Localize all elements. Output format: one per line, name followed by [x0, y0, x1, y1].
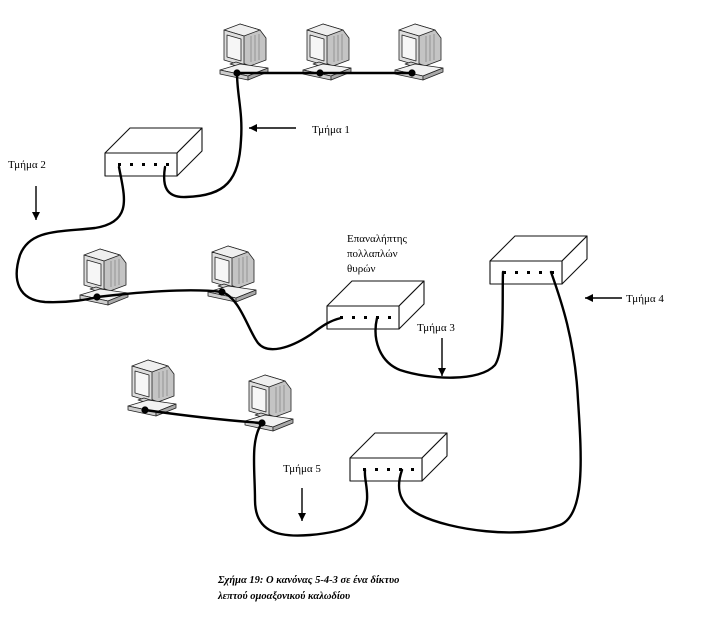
connector-dot [218, 288, 226, 296]
connector-dot [233, 69, 241, 77]
segment-4-label: Τμήμα 4 [626, 293, 664, 305]
connector-dot [316, 69, 324, 77]
connector-dot [93, 293, 101, 301]
cable-segment-3 [374, 270, 505, 379]
figure-caption-line-1: Σχήμα 19: Ο κανόνας 5-4-3 σε ένα δίκτυο [217, 575, 399, 586]
cable-segment-1-drop [163, 71, 243, 199]
cable-segment-2-to-repeater [220, 290, 343, 351]
cable-segment-2 [15, 165, 126, 304]
cable-segment-5-bus [143, 408, 264, 425]
workstation-icon [394, 23, 444, 81]
connector-dot [408, 69, 416, 77]
segment-2-label: Τμήμα 2 [8, 159, 46, 171]
repeater-label-line-1: Επαναλήπτης [347, 233, 407, 245]
workstation-icon [219, 23, 269, 81]
figure-caption-line-2: λεπτού ομοαξονικού καλωδίου [217, 591, 350, 602]
cable-segment-5 [252, 421, 369, 537]
cable-segment-4 [397, 270, 582, 534]
cable-segment-2-bus [95, 289, 224, 299]
workstation-icon [207, 245, 257, 303]
segment-5-label: Τμήμα 5 [283, 463, 321, 475]
connector-dot [141, 406, 149, 414]
workstation-icon [302, 23, 352, 81]
repeater-label-line-2: πολλαπλών [347, 248, 398, 260]
connector-dot [258, 419, 266, 427]
workstation-icon [127, 359, 177, 417]
repeater-label-line-3: θυρών [347, 263, 375, 275]
segment-3-label: Τμήμα 3 [417, 322, 455, 334]
repeater-hub-icon [489, 235, 588, 285]
segment-1-label: Τμήμα 1 [312, 124, 350, 136]
